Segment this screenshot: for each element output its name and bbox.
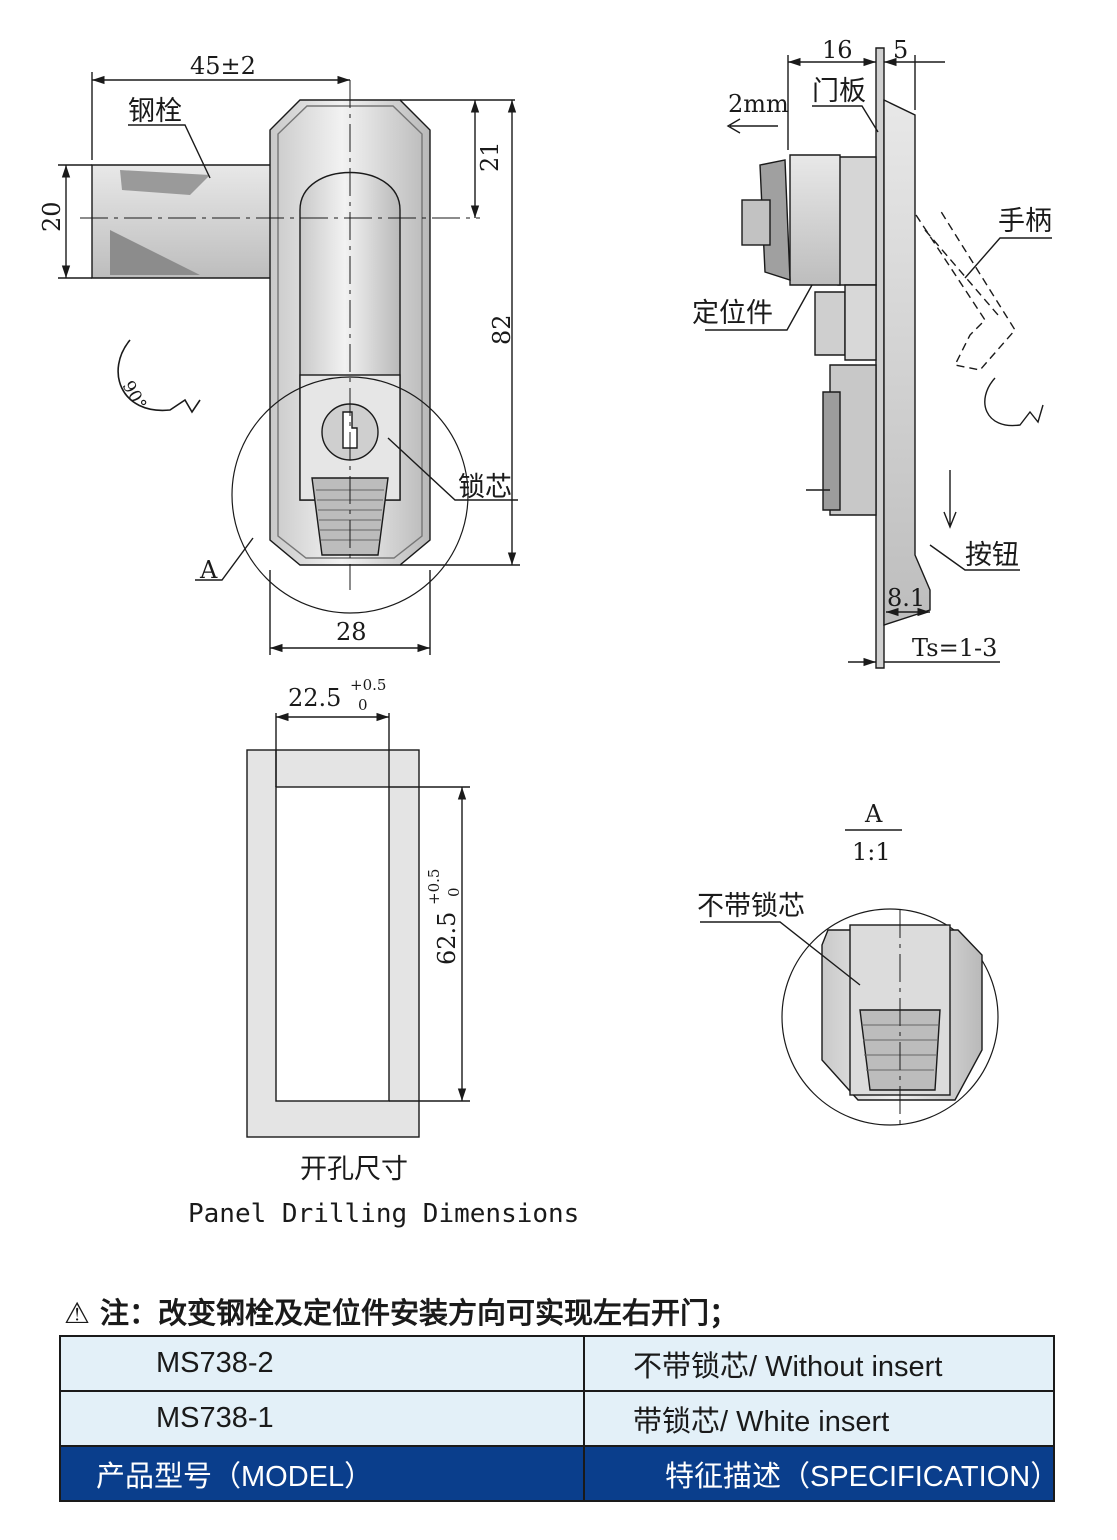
dim-bolt-height: 20 xyxy=(38,201,66,232)
drilling-view xyxy=(246,712,470,1138)
dim-width: 28 xyxy=(336,618,367,646)
model-table: MS738-2 不带锁芯/ Without insert MS738-1 带锁芯… xyxy=(59,1335,1059,1502)
dim-button: 8.1 xyxy=(887,584,925,612)
dim-height: 82 xyxy=(488,314,516,345)
warning-triangle-icon: ⚠ xyxy=(64,1296,90,1330)
table-header: 产品型号（MODEL） 特征描述（SPECIFICATION） xyxy=(59,1445,1059,1502)
note: ⚠ 注：改变钢栓及定位件安装方向可实现左右开门； xyxy=(64,1290,738,1332)
dim-travel: 2mm xyxy=(728,90,789,118)
technical-drawing: 45±2 钢栓 20 21 82 28 90° 锁芯 A xyxy=(38,36,1052,1229)
note-text: 注：改变钢栓及定位件安装方向可实现左右开门； xyxy=(100,1296,739,1330)
label-locator: 定位件 xyxy=(692,298,773,329)
detail-scale: 1:1 xyxy=(852,838,891,866)
push-button xyxy=(311,477,389,556)
detail-label: 不带锁芯 xyxy=(697,891,805,922)
rotation-arrow-icon xyxy=(117,339,201,414)
door-panel xyxy=(875,47,885,669)
spec-cell: 不带锁芯/ Without insert xyxy=(583,1335,1055,1392)
travel-arrow-icon xyxy=(726,118,778,134)
drilling-height-dim: 62.5 +0.5 0 xyxy=(425,869,463,965)
model-cell: MS738-1 xyxy=(59,1390,585,1447)
header-spec: 特征描述（SPECIFICATION） xyxy=(583,1445,1059,1502)
drill-height-tol-lower: 0 xyxy=(445,887,463,897)
drill-height-tol-upper: +0.5 xyxy=(425,869,443,905)
table-row: MS738-1 带锁芯/ White insert xyxy=(59,1390,1055,1447)
detail-ref-title: A xyxy=(864,800,883,828)
drill-width-tol-upper: +0.5 xyxy=(350,676,386,694)
rotate-arrow-icon xyxy=(984,377,1044,427)
label-bolt: 钢栓 xyxy=(128,96,182,127)
detail-ref: A xyxy=(199,556,218,584)
dim-top-offset: 21 xyxy=(476,141,504,172)
drill-width-tol-lower: 0 xyxy=(358,696,368,714)
model-cell: MS738-2 xyxy=(59,1335,585,1392)
front-view xyxy=(58,72,520,655)
side-view xyxy=(705,47,1052,669)
label-door-panel: 门板 xyxy=(812,76,866,107)
drilling-title-cn: 开孔尺寸 xyxy=(300,1154,408,1185)
dim-depth: 16 xyxy=(822,36,853,64)
dim-panel: 5 xyxy=(893,36,908,64)
drill-width: 22.5 xyxy=(288,684,341,712)
drilling-width-dim: 22.5 +0.5 0 xyxy=(288,676,386,714)
table-row: MS738-2 不带锁芯/ Without insert xyxy=(59,1335,1055,1392)
label-handle: 手柄 xyxy=(998,206,1052,237)
header-model: 产品型号（MODEL） xyxy=(59,1445,585,1502)
press-arrow-icon xyxy=(943,470,957,529)
cutout xyxy=(275,786,390,1102)
label-button: 按钮 xyxy=(965,540,1019,571)
spec-cell: 带锁芯/ White insert xyxy=(583,1390,1055,1447)
label-lock-core: 锁芯 xyxy=(458,472,512,503)
dim-width-total: 45±2 xyxy=(190,52,256,80)
dim-thickness: Ts=1-3 xyxy=(912,634,997,662)
detail-view xyxy=(700,829,999,1126)
drilling-title-en: Panel Drilling Dimensions xyxy=(188,1199,579,1229)
drill-height: 62.5 xyxy=(433,912,461,965)
